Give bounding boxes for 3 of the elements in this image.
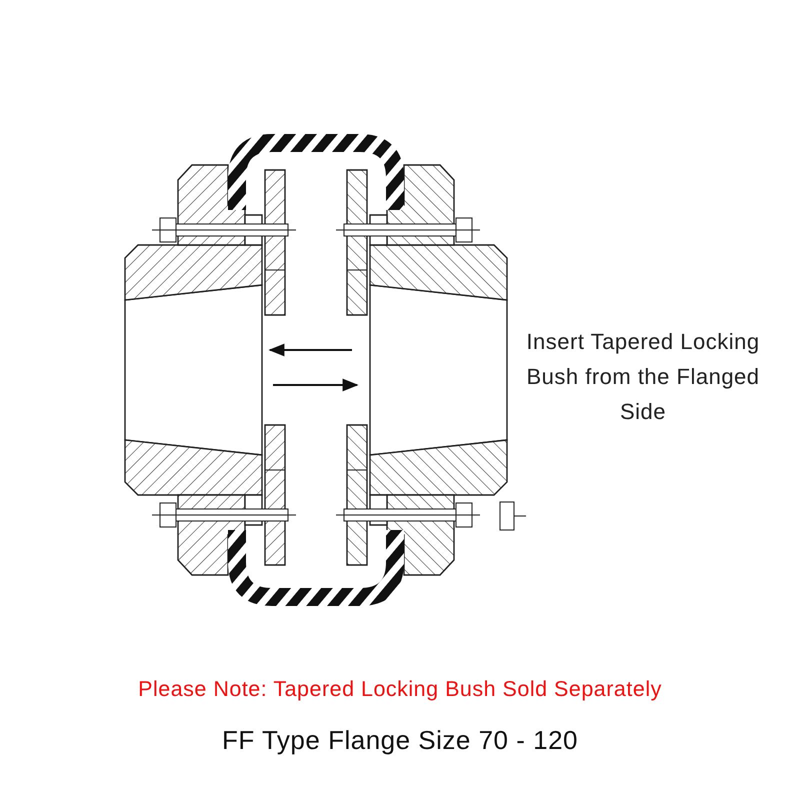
caption: FF Type Flange Size 70 - 120 xyxy=(220,725,580,756)
instruction-text: Insert Tapered Locking Bush from the Flanged Side xyxy=(525,328,761,426)
note-text: Please Note: Tapered Locking Bush Sold Separately xyxy=(137,677,663,703)
